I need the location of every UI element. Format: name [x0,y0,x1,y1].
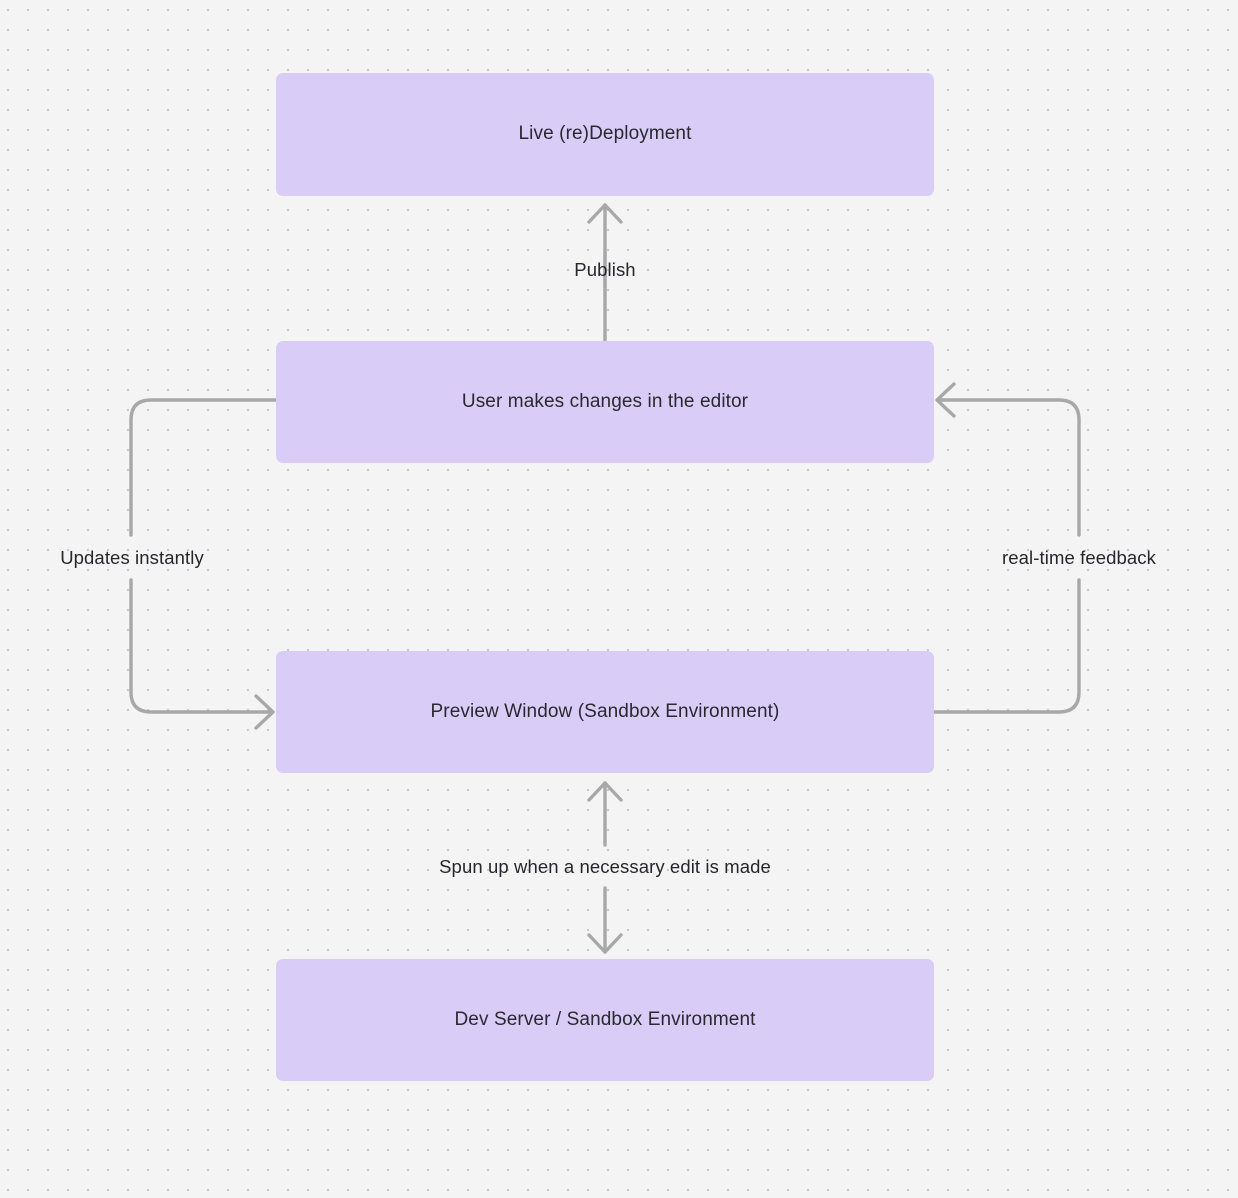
node-user-editor-label: User makes changes in the editor [461,390,749,412]
node-preview-window[interactable]: Preview Window (Sandbox Environment) [276,651,934,773]
node-dev-server[interactable]: Dev Server / Sandbox Environment [276,959,934,1081]
edge-spun-up [587,781,623,954]
node-user-editor[interactable]: User makes changes in the editor [276,341,934,463]
node-dev-server-label: Dev Server / Sandbox Environment [454,1008,756,1030]
edge-updates-instantly [129,398,278,730]
node-preview-window-label: Preview Window (Sandbox Environment) [430,700,780,722]
node-live-deployment[interactable]: Live (re)Deployment [276,73,934,196]
edge-real-time-feedback [932,382,1081,714]
node-live-deployment-label: Live (re)Deployment [518,123,692,145]
edge-publish [587,203,623,343]
